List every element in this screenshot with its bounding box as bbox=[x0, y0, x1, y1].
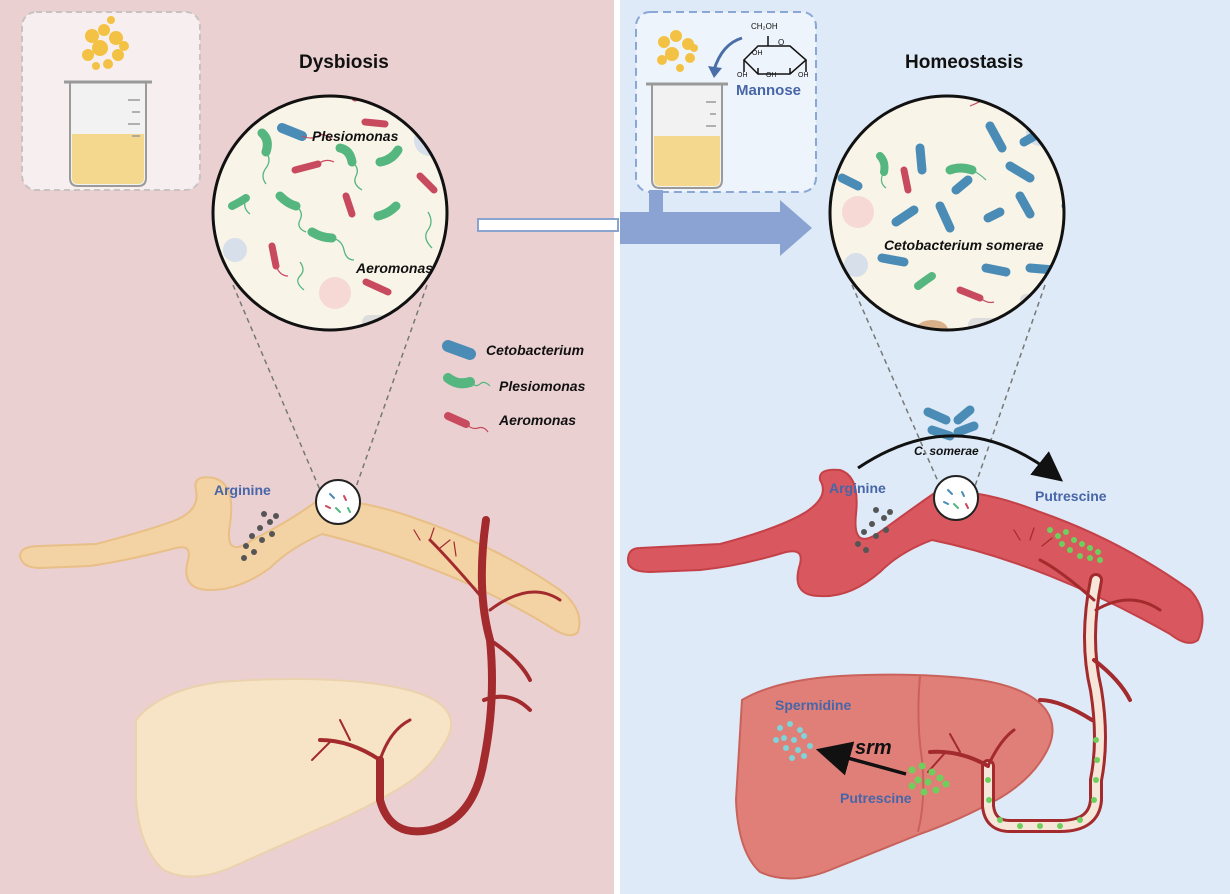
mannose-label: Mannose bbox=[736, 82, 802, 99]
zoom-lines-left bbox=[232, 284, 428, 491]
mannose-diet-box bbox=[635, 11, 817, 235]
beaker-icon bbox=[64, 80, 152, 187]
mannose-o-label: O bbox=[778, 38, 785, 47]
homeostasis-intestine bbox=[626, 468, 1204, 644]
zoom-lines-right bbox=[851, 284, 1046, 487]
dysbiosis-microbiota-circle bbox=[211, 94, 449, 332]
spermidine-label: Spermidine bbox=[775, 697, 852, 713]
legend-swatch-plesiomonas bbox=[443, 373, 475, 389]
mannose-structure-icon bbox=[742, 36, 808, 75]
arginine-label-left: Arginine bbox=[214, 482, 271, 498]
sampling-site-left bbox=[315, 479, 361, 525]
mannose-ch2oh-label: CH₂OH bbox=[751, 22, 778, 31]
feed-pellets-icon bbox=[82, 16, 129, 70]
sampling-site-right bbox=[933, 475, 979, 521]
vessel-putrescine-dots bbox=[985, 737, 1100, 829]
homeostasis-microbiota-circle bbox=[828, 94, 1066, 332]
mannose-oh-label-1: OH bbox=[752, 50, 763, 57]
homeostasis-liver bbox=[734, 673, 1054, 880]
c-somerae-label: C. somerae bbox=[914, 444, 979, 458]
legend-swatch-cetobacterium bbox=[442, 340, 476, 360]
homeostasis-title: Homeostasis bbox=[905, 52, 1024, 73]
srm-conversion-arrow bbox=[815, 741, 907, 776]
dysbiosis-liver bbox=[135, 678, 452, 878]
diet-beaker-box-left bbox=[21, 11, 201, 191]
c-somerae-cluster bbox=[923, 405, 979, 441]
panel-divider bbox=[614, 0, 620, 894]
bacteria-legend bbox=[442, 340, 491, 433]
liver-putrescine-dots bbox=[908, 762, 950, 796]
feed-pellets-icon-right bbox=[657, 30, 698, 72]
mannose-oh-label-3: OH bbox=[766, 72, 777, 79]
putrescine-label-liver: Putrescine bbox=[840, 790, 912, 806]
mannose-add-arrow bbox=[712, 36, 743, 71]
beaker-icon-right bbox=[646, 82, 728, 189]
srm-enzyme-label: srm bbox=[855, 737, 892, 759]
arginine-to-putrescine-arrow bbox=[857, 434, 1064, 482]
mannose-oh-label-4: OH bbox=[798, 72, 809, 79]
legend-label-aeromonas: Aeromonas bbox=[499, 412, 577, 428]
dysbiosis-title: Dysbiosis bbox=[299, 52, 389, 73]
legend-label-cetobacterium: Cetobacterium bbox=[486, 342, 585, 358]
dysbiosis-blood-vessels bbox=[311, 516, 562, 836]
circle-label-cetobacterium-somerae: Cetobacterium somerae bbox=[884, 237, 1044, 253]
circle-label-aeromonas: Aeromonas bbox=[356, 260, 434, 276]
putrescine-label-gut: Putrescine bbox=[1035, 488, 1107, 504]
legend-label-plesiomonas: Plesiomonas bbox=[499, 378, 586, 394]
legend-swatch-aeromonas bbox=[444, 412, 470, 428]
dysbiosis-intestine bbox=[18, 476, 581, 637]
liver-spermidine-dots bbox=[773, 721, 813, 761]
circle-label-plesiomonas: Plesiomonas bbox=[312, 128, 399, 144]
mannose-oh-label-2: OH bbox=[737, 72, 748, 79]
arginine-label-right: Arginine bbox=[829, 480, 886, 496]
